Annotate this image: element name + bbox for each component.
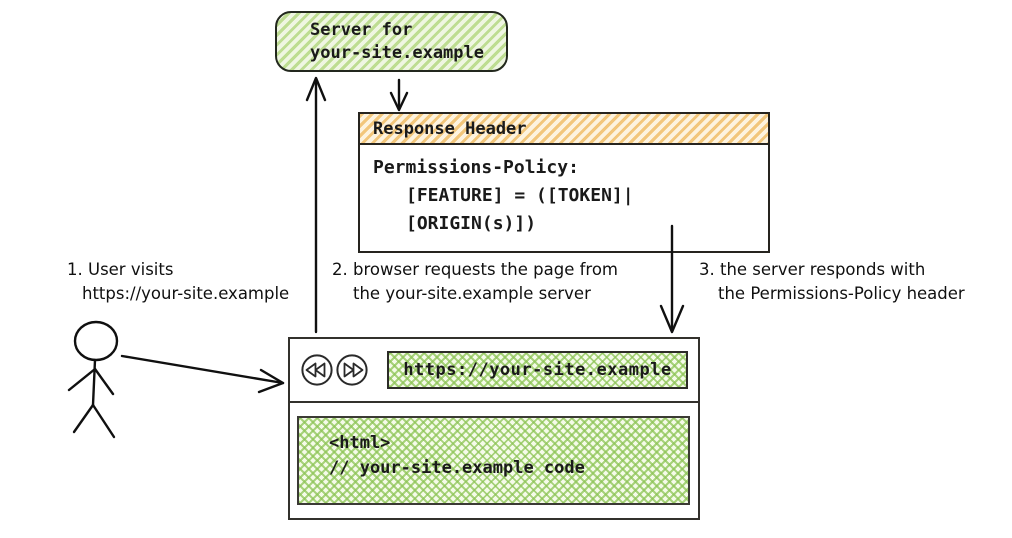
response-header-box: Response Header Permissions-Policy: [FEA… (358, 112, 770, 253)
arrow-server-to-response-header (389, 78, 409, 112)
browser-window: https://your-site.example <html> // your… (288, 337, 700, 520)
server-box: Server for your-site.example (275, 11, 508, 72)
response-header-title: Response Header (360, 114, 768, 145)
arrow-browser-to-server (305, 76, 327, 334)
policy-line1: Permissions-Policy: (373, 157, 579, 178)
step-1-line2: https://your-site.example (82, 283, 290, 303)
double-left-triangles-icon (301, 354, 333, 386)
step-label-2: 2. browser requests the page from the yo… (332, 258, 618, 306)
step-label-1: 1. User visits https://your-site.example (67, 258, 289, 306)
code-line2: // your-site.example code (329, 457, 585, 478)
policy-line2: [FEATURE] = ([TOKEN]|[ORIGIN(s)]) (406, 184, 634, 234)
user-body (91, 358, 97, 407)
server-box-line1: Server for (310, 19, 413, 40)
server-box-line2: your-site.example (310, 42, 484, 63)
user-head (73, 320, 119, 362)
user-arm-left (67, 367, 97, 392)
arrow-user-to-browser (120, 354, 285, 394)
user-leg-right (91, 403, 116, 439)
user-stick-figure (67, 320, 119, 439)
step-1-line1: 1. User visits (67, 260, 174, 279)
step-2-line1: 2. browser requests the page from (332, 260, 618, 279)
user-leg-left (72, 403, 95, 434)
user-arm-right (93, 367, 115, 396)
double-right-triangles-icon (336, 354, 368, 386)
browser-toolbar: https://your-site.example (290, 339, 698, 403)
back-button (300, 353, 334, 387)
step-3-line2: the Permissions-Policy header (718, 283, 965, 303)
forward-button (335, 353, 369, 387)
step-2-line2: the your-site.example server (353, 283, 591, 303)
step-3-line1: 3. the server responds with (699, 260, 926, 279)
code-line1: <html> (329, 433, 391, 453)
response-header-body: Permissions-Policy: [FEATURE] = ([TOKEN]… (360, 145, 768, 251)
step-label-3: 3. the server responds with the Permissi… (699, 258, 965, 306)
url-bar: https://your-site.example (387, 351, 688, 389)
page-content-box: <html> // your-site.example code (297, 416, 690, 505)
